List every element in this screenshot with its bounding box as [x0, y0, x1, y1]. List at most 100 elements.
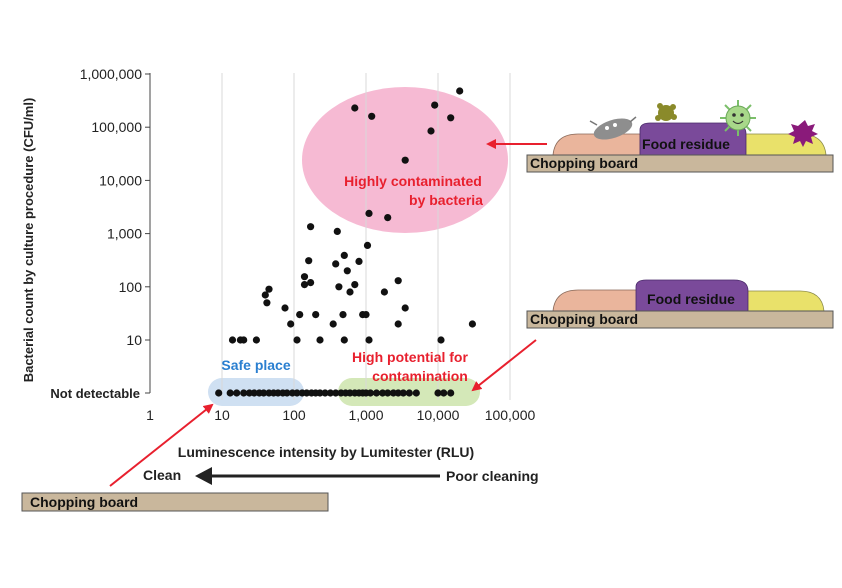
- data-point-not-detectable: [293, 389, 301, 397]
- y-axis-label: Bacterial count by culture procedure (CF…: [21, 98, 36, 383]
- data-point: [343, 267, 351, 275]
- data-point: [437, 336, 445, 344]
- data-point: [384, 214, 392, 222]
- x-tick-label: 1: [146, 407, 154, 423]
- data-point-not-detectable: [250, 389, 258, 397]
- mid-chopping-board: [526, 310, 834, 329]
- data-point-not-detectable: [434, 389, 442, 397]
- data-point-not-detectable: [405, 389, 413, 397]
- data-point: [307, 279, 315, 287]
- data-point: [312, 311, 320, 319]
- data-point: [351, 281, 359, 289]
- top-residue-label: Food residue: [642, 136, 730, 152]
- data-point: [346, 288, 354, 296]
- mid-residue-yellow: [729, 290, 825, 312]
- data-point: [362, 311, 370, 319]
- data-point: [401, 304, 409, 312]
- data-point: [447, 114, 455, 122]
- mid-residue-peach: [552, 289, 641, 312]
- mid-residue-purple: [635, 279, 749, 312]
- data-points: [215, 87, 476, 397]
- data-point: [380, 288, 388, 296]
- data-point-not-detectable: [283, 389, 291, 397]
- data-point: [363, 241, 372, 249]
- data-point-not-detectable: [215, 389, 223, 397]
- y-tick-label: 1,000,000: [80, 66, 142, 82]
- data-point-not-detectable: [366, 389, 374, 397]
- data-point: [265, 285, 273, 293]
- high-contamination-label-line2: by bacteria: [409, 192, 483, 208]
- bottom-board-label: Chopping board: [30, 494, 138, 510]
- y-tick-label: 10,000: [99, 172, 142, 188]
- cleaning-arrow-head: [195, 467, 212, 485]
- data-point: [456, 87, 464, 95]
- data-point-not-detectable: [226, 389, 234, 397]
- data-point: [340, 251, 348, 259]
- data-point: [355, 257, 363, 265]
- y-tick-label: 100: [119, 279, 143, 295]
- high-contamination-label-line1: Highly contaminated: [344, 173, 482, 189]
- data-point: [332, 260, 340, 268]
- data-point: [329, 320, 337, 328]
- data-point: [394, 277, 402, 285]
- data-point-not-detectable: [447, 389, 455, 397]
- data-point-not-detectable: [372, 389, 381, 397]
- bottom-pointer-arrow: [109, 403, 214, 487]
- data-point: [468, 320, 476, 328]
- high-potential-label-line2: contamination: [372, 368, 468, 384]
- y-tick-label-not-detectable: Not detectable: [50, 386, 140, 401]
- data-point: [365, 209, 373, 217]
- poor-cleaning-label: Poor cleaning: [446, 468, 539, 484]
- olive-microbe-icon: [655, 103, 677, 121]
- bottom-chopping-board: [21, 492, 329, 512]
- data-point: [431, 101, 439, 109]
- data-point-not-detectable: [384, 389, 392, 397]
- data-point: [296, 311, 304, 319]
- data-point-not-detectable: [233, 389, 241, 397]
- y-tick-label: 100,000: [91, 119, 142, 135]
- data-point: [340, 336, 348, 344]
- data-point: [305, 257, 313, 265]
- y-tick-label: 1,000: [107, 226, 142, 242]
- y-ticks: Not detectable 10 100 1,000 10,000 100,000 1,0…: [50, 66, 150, 401]
- data-point-not-detectable: [326, 389, 334, 397]
- data-point-not-detectable: [394, 389, 402, 397]
- data-point: [339, 311, 347, 319]
- x-tick-label: 1,000: [348, 407, 383, 423]
- data-point: [351, 104, 359, 112]
- data-point: [427, 127, 435, 135]
- gray-bacterium-icon: [589, 116, 637, 140]
- x-axis-label: Luminescence intensity by Lumitester (RL…: [178, 444, 474, 460]
- data-point: [252, 336, 260, 344]
- data-point-not-detectable: [321, 389, 329, 397]
- data-point-not-detectable: [379, 389, 387, 397]
- data-point: [228, 336, 237, 344]
- top-board-illustration: Food residue Chopping board: [526, 100, 834, 173]
- data-point: [333, 227, 341, 235]
- green-virus-icon: [720, 100, 756, 136]
- bottom-board-illustration: Chopping board: [21, 492, 329, 512]
- x-tick-label: 10,000: [417, 407, 460, 423]
- mid-residue-label: Food residue: [647, 291, 735, 307]
- data-point-not-detectable: [440, 389, 448, 397]
- data-point: [307, 223, 315, 231]
- x-tick-label: 100: [282, 407, 306, 423]
- data-point: [365, 336, 373, 344]
- x-tick-label: 10: [214, 407, 230, 423]
- data-point-not-detectable: [240, 389, 248, 397]
- top-chopping-board: [526, 154, 834, 173]
- data-point: [335, 283, 343, 291]
- data-point: [394, 320, 402, 328]
- clean-label: Clean: [143, 467, 181, 483]
- gridlines: [221, 73, 511, 400]
- top-board-label: Chopping board: [530, 155, 638, 171]
- data-point-not-detectable: [316, 389, 324, 397]
- data-point: [287, 320, 295, 328]
- y-tick-label: 10: [126, 332, 142, 348]
- mid-pointer-arrow: [471, 339, 537, 392]
- data-point: [300, 281, 309, 289]
- data-point: [316, 336, 324, 344]
- data-point-not-detectable: [412, 389, 420, 397]
